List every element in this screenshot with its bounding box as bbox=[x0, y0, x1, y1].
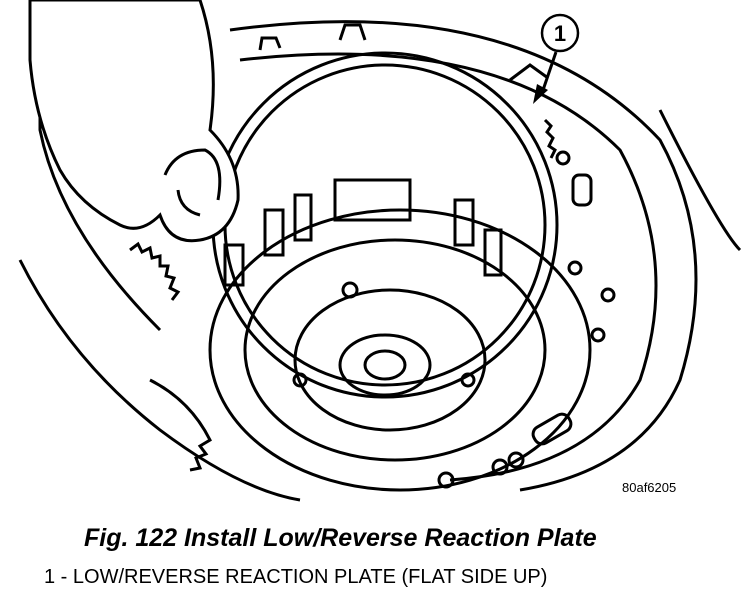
hub bbox=[338, 333, 432, 397]
hand bbox=[28, 0, 240, 243]
reaction-plate-inner bbox=[223, 63, 547, 387]
transmission-illustration: 1 bbox=[18, 0, 742, 502]
case-left-edge bbox=[38, 0, 162, 332]
callout-arrowhead bbox=[533, 84, 548, 104]
drum-inner-ring bbox=[293, 288, 487, 432]
drum-outer-ring bbox=[208, 208, 592, 492]
figure-caption: Fig. 122 Install Low/Reverse Reaction Pl… bbox=[84, 524, 597, 552]
callout-number: 1 bbox=[554, 21, 566, 46]
drawing-code: 80af6205 bbox=[622, 480, 677, 495]
callout-circle bbox=[540, 13, 580, 53]
legend-item: 1 - LOW/REVERSE REACTION PLATE (FLAT SID… bbox=[44, 566, 548, 588]
case-outer-arc bbox=[229, 20, 698, 492]
drum-mid-ring bbox=[243, 238, 547, 462]
left-gear-teeth bbox=[129, 241, 181, 301]
